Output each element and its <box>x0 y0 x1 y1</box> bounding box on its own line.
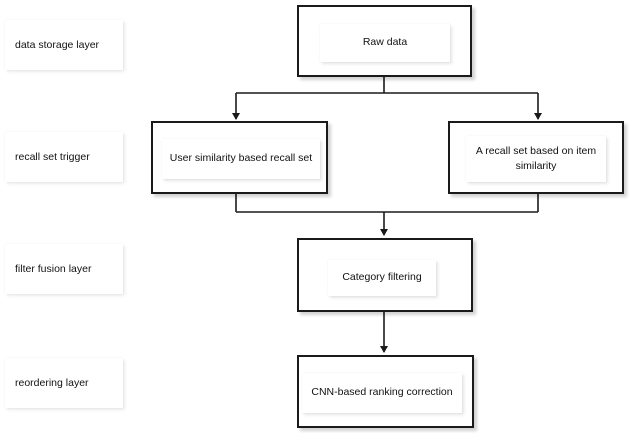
layer-label-text: filter fusion layer <box>15 263 92 275</box>
node-item-recall-label: A recall set based on item similarity <box>475 144 597 172</box>
layer-label-text: data storage layer <box>15 39 100 51</box>
layer-label-reordering: reordering layer <box>5 358 123 408</box>
layer-label-text: recall set trigger <box>15 151 90 163</box>
layer-label-filter-fusion: filter fusion layer <box>5 244 123 294</box>
node-category-filtering-label: Category filtering <box>342 271 422 284</box>
node-raw-data-label-box: Raw data <box>320 24 450 62</box>
node-user-recall-label-box: User similarity based recall set <box>162 139 320 179</box>
node-cnn-ranking: CNN-based ranking correction <box>297 355 474 428</box>
node-item-recall: A recall set based on item similarity <box>448 121 624 194</box>
layer-label-text: reordering layer <box>15 377 89 389</box>
node-category-filtering: Category filtering <box>297 238 473 312</box>
node-user-recall-label: User similarity based recall set <box>169 152 313 165</box>
layer-label-recall-set: recall set trigger <box>5 132 123 182</box>
node-user-recall: User similarity based recall set <box>151 121 328 194</box>
node-category-filtering-label-box: Category filtering <box>328 260 436 296</box>
node-cnn-ranking-label-box: CNN-based ranking correction <box>302 373 462 413</box>
node-item-recall-label-box: A recall set based on item similarity <box>466 136 606 182</box>
node-cnn-ranking-label: CNN-based ranking correction <box>311 386 453 399</box>
node-raw-data: Raw data <box>297 5 472 77</box>
layer-label-data-storage: data storage layer <box>5 20 123 70</box>
node-raw-data-label: Raw data <box>362 36 408 49</box>
